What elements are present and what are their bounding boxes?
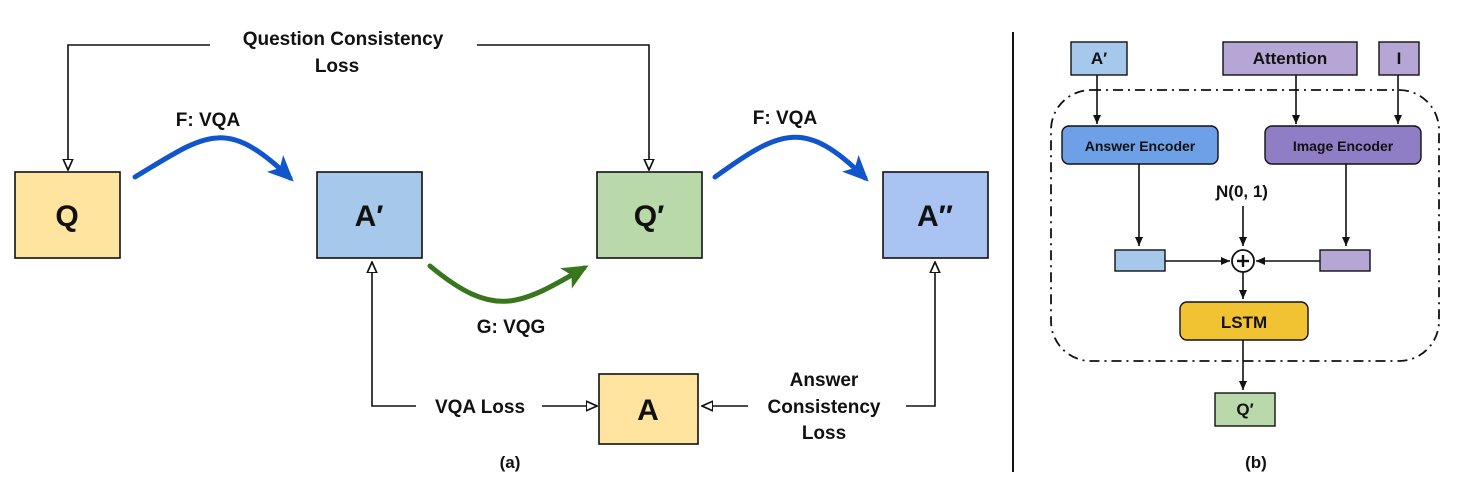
image-encoder [1264,125,1422,165]
node-a-double-prime [882,171,989,259]
question-consistency-label-line2: Loss [315,56,359,77]
f-vqa-arrow-1 [132,135,294,182]
input-attention-label: Attention [1253,49,1328,68]
node-q-prime-label: Q′ [634,200,665,233]
answer-encoder [1061,125,1219,165]
f-vqa-label-2: F: VQA [753,108,818,129]
caption-b: (b) [1245,453,1267,472]
generator-region [1050,89,1440,362]
node-q-prime [596,171,703,259]
panel-a: Question Consistency Loss Q A′ Q′ A″ A F… [14,29,989,472]
panel-b: A′ Attention I Answer Encoder Image Enco… [1050,41,1440,472]
question-consistency-bracket-left [68,44,210,170]
input-image-label: I [1397,49,1402,68]
g-vqg-arrow [427,263,589,304]
noise-label: Ɲ(0, 1) [1215,182,1268,201]
f-vqa-arrow-2 [712,134,869,182]
caption-a: (a) [500,453,521,472]
answer-consistency-label-line1: Answer [790,370,859,391]
answer-consistency-label-line2: Consistency [768,397,881,418]
node-a-label: A [637,394,659,427]
sum-node [1231,249,1255,273]
f-vqa-label-1: F: VQA [176,110,241,131]
answer-encoder-label: Answer Encoder [1085,138,1196,154]
node-q [14,171,121,259]
output-q-prime-label: Q′ [1236,400,1253,419]
answer-consistency-bracket [906,262,935,407]
question-consistency-label-line1: Question Consistency [243,29,444,50]
question-consistency-bracket-right [477,44,649,170]
vqa-loss-bracket [372,262,416,407]
answer-feature [1114,249,1166,272]
input-a-prime [1070,41,1128,76]
node-q-label: Q [55,200,78,233]
node-a-double-prime-label: A″ [917,200,953,233]
image-feature [1319,249,1371,272]
vqa-loss-label: VQA Loss [435,397,525,418]
node-a-prime [316,171,423,259]
node-a-prime-label: A′ [355,200,384,233]
input-attention [1222,41,1358,76]
input-image [1378,41,1420,76]
g-vqg-label: G: VQG [477,317,546,338]
lstm-label: LSTM [1221,313,1267,332]
node-a [598,373,699,445]
lstm [1179,301,1309,341]
input-a-prime-label: A′ [1091,49,1107,68]
answer-consistency-label-line3: Loss [802,423,846,444]
image-encoder-label: Image Encoder [1293,138,1394,154]
output-q-prime [1214,392,1276,427]
